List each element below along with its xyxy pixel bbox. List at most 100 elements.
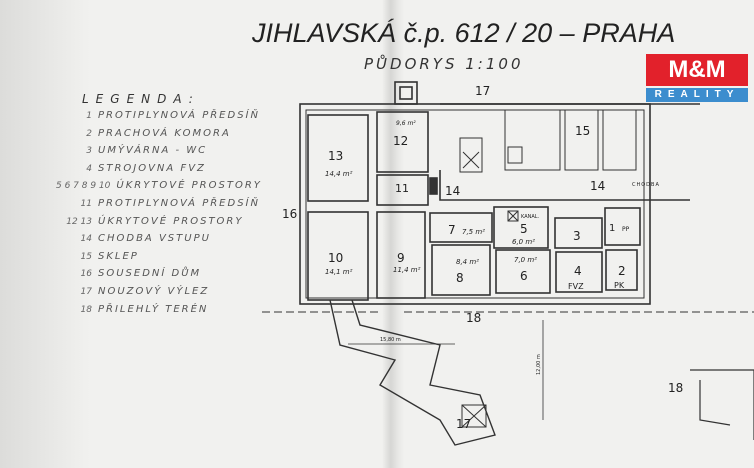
cellar [602,109,637,171]
escape-tunnel [329,299,496,446]
legend-item: 11 PROTIPLYNOVÁ PŘEDSÍŇ [56,198,262,216]
room-2 [605,249,638,291]
area-7: 7,5 m² [462,228,485,236]
area-12: 9,6 m² [396,120,416,127]
area-8: 8,4 m² [456,258,479,266]
corridor-14 [439,103,700,201]
dim-vertical: 12,00 m [536,354,542,375]
label-1-pp: PP [622,226,630,233]
legend-number: 3 [86,146,92,157]
shaft-inner [399,86,413,100]
room-1 [604,207,641,246]
area-10: 14,1 m² [325,268,353,276]
room-4 [555,251,603,293]
mm-reality-logo: M&M REALITY [646,54,748,102]
legend-number: 15 [80,251,92,262]
paper-fold [382,0,404,468]
label-11: 11 [395,182,409,195]
room-5 [493,206,549,249]
legend-label: UMÝVÁRNA - WC [98,145,208,157]
legend-label: NOUZOVÝ VÝLEZ [98,285,210,297]
label-12: 12 [393,134,408,148]
legend-item: 16 SOUSEDNÍ DŮM [56,268,262,286]
elevator [459,137,483,173]
legend-label: STROJOVNA FVZ [98,162,206,174]
legend-number: 12 13 [66,216,92,227]
legend-number: 11 [80,198,92,209]
room-12 [376,111,429,173]
legend-item: 1 PROTIPLYNOVÁ PŘEDSÍŇ [56,110,262,128]
legend-label: PROTIPLYNOVÁ PŘEDSÍŇ [98,110,260,121]
door-block [429,177,438,195]
label-3: 3 [573,229,581,243]
legend-number: 18 [80,304,92,315]
room-13 [307,114,369,202]
plan-subtitle: PŮDORYS 1:100 [364,55,524,73]
legend-label: PROTIPLYNOVÁ PŘEDSÍŇ [98,197,260,209]
area-6: 7,0 m² [514,256,537,264]
label-9: 9 [397,251,405,265]
legend-label: PRACHOVÁ KOMORA [98,127,231,139]
logo-subtext: REALITY [646,88,748,102]
kanal-label: KANAL. [521,214,540,220]
label-18: 18 [466,311,481,325]
label-18b: 18 [668,381,683,395]
legend-item: 4 STROJOVNA FVZ [56,163,262,181]
room-10 [307,211,369,301]
escape-hatch-cross [461,404,487,428]
label-17b: 17 [456,417,471,431]
room-3 [554,217,603,249]
legend-label: SOUSEDNÍ DŮM [98,268,202,280]
area-13: 14,4 m² [325,170,353,178]
room-11 [376,174,429,206]
legend-label: ÚKRYTOVÉ PROSTORY [116,180,262,192]
legend-label: CHODBA VSTUPU [98,233,211,245]
area-9: 11,4 m² [393,266,421,274]
label-2: 2 [618,264,626,278]
legend-number: 2 [86,128,92,139]
legend-number: 4 [86,163,92,174]
terrain-18 [690,369,754,440]
label-13: 13 [328,149,343,163]
escape-hatch [461,404,487,428]
label-10: 10 [328,251,343,265]
room-7 [429,212,493,243]
label-14: 14 [445,184,460,198]
label-4-fvz: FVZ [568,282,584,291]
label-7: 7 [448,223,456,237]
room-8 [431,244,491,296]
room-15 [564,109,599,171]
legend-title: LEGENDA: [82,92,200,106]
kanal-cross [507,210,519,222]
legend-number: 5 6 7 8 9 10 [56,181,111,192]
logo-mark: M&M [646,54,748,86]
legend-item: 3 UMÝVÁRNA - WC [56,145,262,163]
chodba-label: CHODBA [632,182,660,188]
plan-title: JIHLAVSKÁ č.p. 612 / 20 – PRAHA [252,18,676,48]
elevator-cross [462,151,480,169]
dim-horizontal: 15,80 m [380,337,401,343]
label-5: 5 [520,222,528,236]
room-6 [495,249,551,294]
label-17: 17 [475,84,490,98]
area-5: 6,0 m² [512,238,535,246]
label-8: 8 [456,271,464,285]
room-9 [376,211,426,299]
legend-number: 1 [86,111,92,121]
scan-shadow [0,0,90,468]
legend-number: 16 [80,269,92,280]
legend-item: 14 CHODBA VSTUPU [56,233,262,251]
shaft [394,81,418,105]
label-15: 15 [575,124,590,138]
legend-item: 2 PRACHOVÁ KOMORA [56,128,262,146]
legend-item: 5 6 7 8 9 10 ÚKRYTOVÉ PROSTORY [56,180,262,198]
label-2-pk: PK [614,281,625,290]
legend-number: 14 [80,234,92,245]
inner-wall [305,109,645,299]
label-14b: 14 [590,179,605,193]
